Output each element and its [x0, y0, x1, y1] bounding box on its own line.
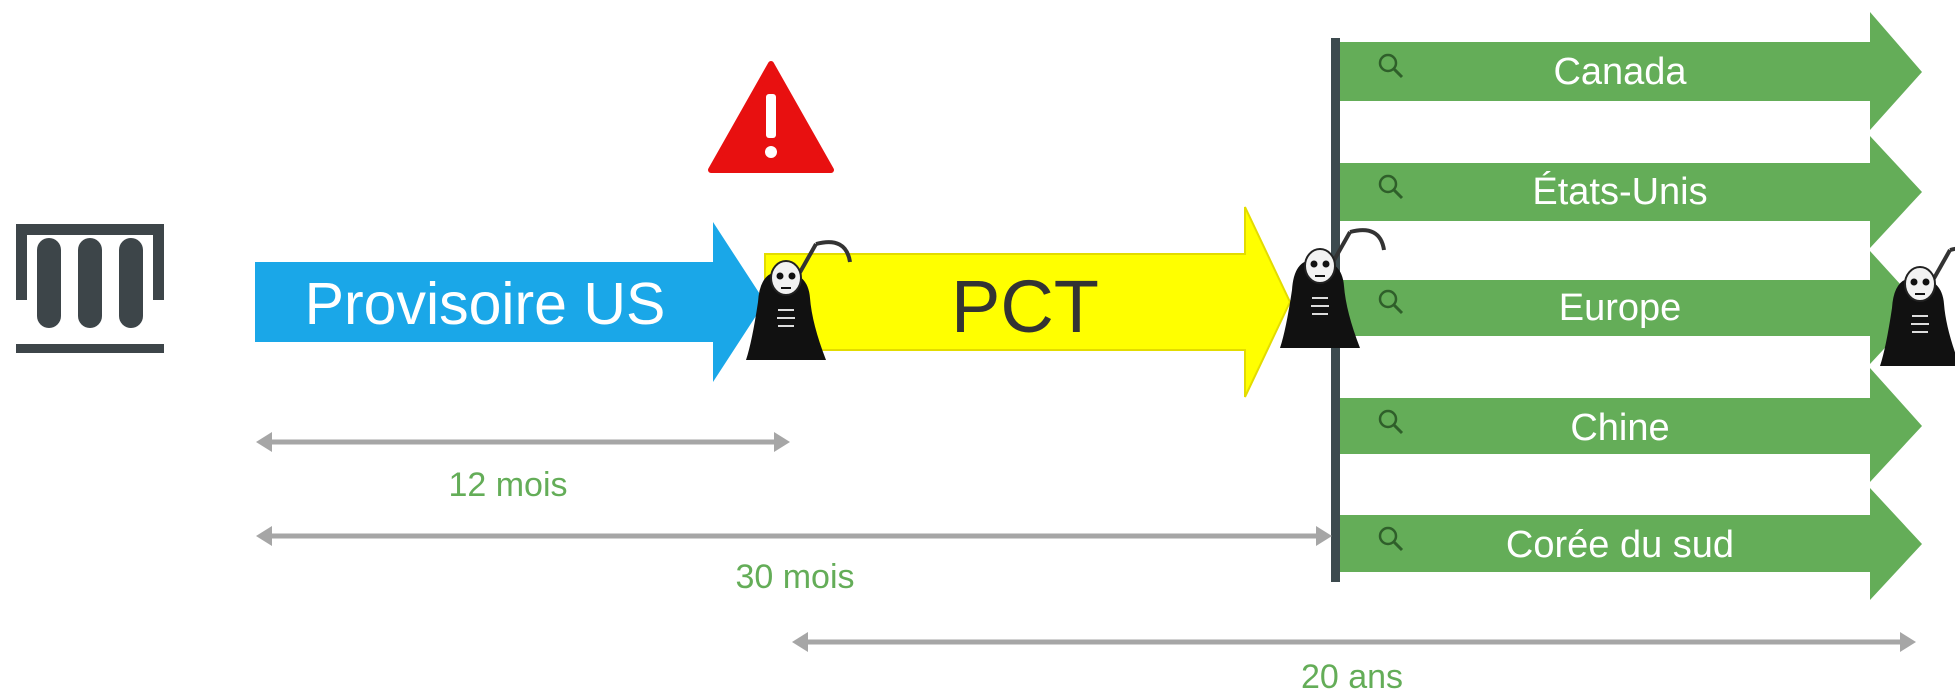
- duration-label-30-mois: 30 mois: [735, 558, 854, 596]
- magnifier-icon: [1378, 409, 1404, 435]
- test-tubes-icon: [16, 224, 164, 353]
- magnifier-icon: [1378, 526, 1404, 552]
- magnifier-icon: [1378, 289, 1404, 315]
- country-label-europe: Europe: [1559, 287, 1682, 329]
- pct-arrow: PCT: [764, 206, 1292, 398]
- country-label-etats-unis: États-Unis: [1532, 170, 1707, 213]
- duration-20-ans: 20 ans: [792, 632, 1916, 696]
- warning-triangle-icon: [708, 61, 834, 173]
- duration-30-mois: 30 mois: [256, 526, 1332, 596]
- country-arrow-europe: Europe: [1340, 251, 1922, 364]
- country-label-coree-du-sud: Corée du sud: [1506, 524, 1734, 566]
- country-arrow-coree-du-sud: Corée du sud: [1340, 488, 1922, 600]
- country-arrow-chine: Chine: [1340, 368, 1922, 482]
- magnifier-icon: [1378, 174, 1404, 200]
- pct-label: PCT: [951, 265, 1099, 348]
- country-label-chine: Chine: [1570, 407, 1669, 449]
- country-arrow-canada: Canada: [1340, 12, 1922, 130]
- duration-12-mois: 12 mois: [256, 432, 790, 504]
- country-arrow-etats-unis: États-Unis: [1340, 136, 1922, 248]
- duration-label-12-mois: 12 mois: [448, 466, 567, 504]
- magnifier-icon: [1378, 53, 1404, 79]
- provisional-us-label: Provisoire US: [305, 271, 666, 337]
- country-label-canada: Canada: [1553, 51, 1687, 93]
- duration-label-20-ans: 20 ans: [1301, 658, 1403, 696]
- provisional-us-arrow: Provisoire US: [255, 222, 765, 382]
